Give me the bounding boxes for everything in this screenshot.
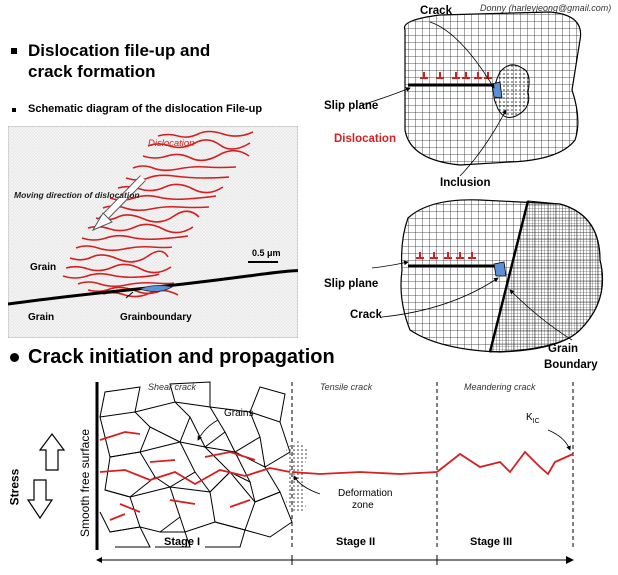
stage2-label: Stage II — [336, 536, 376, 548]
meandering-crack-label: Meandering crack — [464, 382, 536, 392]
deformation-label: Deformation — [338, 488, 393, 499]
inclusion-label: Inclusion — [440, 177, 491, 189]
meandering-crack-path — [436, 450, 574, 476]
grainboundary-label: Grainboundary — [120, 312, 192, 323]
surface-label: Smooth free surface — [78, 428, 92, 538]
bullet-dot — [10, 353, 19, 362]
direction-arrow — [91, 212, 113, 232]
grain-bottom-label: Grain — [28, 312, 55, 323]
crack-label: Crack — [420, 5, 452, 17]
zone-label: zone — [352, 500, 374, 511]
grains-label: Grains — [224, 408, 254, 419]
stage3-label: Stage III — [470, 536, 513, 548]
k-symbol: K — [526, 412, 533, 423]
dislocation-lines — [62, 130, 254, 298]
crack-shape — [138, 285, 174, 292]
dislocation-symbols — [420, 72, 492, 79]
dislocation-label: Dislocation — [334, 133, 396, 145]
slip-plane-label: Slip plane — [324, 278, 379, 290]
dislocation-label: Dislocation — [148, 138, 195, 149]
section-subtitle: Schematic diagram of the dislocation Fil… — [28, 103, 263, 115]
right-grain — [489, 200, 603, 353]
inclusion-particle — [493, 64, 530, 118]
kic-label: KIC — [526, 412, 540, 425]
inclusion-diagram: Crack Slip plane Dislocation Inclusion — [310, 0, 618, 196]
bullet-marker — [12, 108, 16, 112]
micrograph-image — [8, 126, 298, 338]
grain-boundary-diagram: Slip plane Crack Grain Boundary — [310, 190, 618, 390]
slip-plane-label: Slip plane — [324, 100, 379, 112]
stress-arrows — [26, 433, 66, 520]
grain-top-label: Grain — [30, 262, 57, 273]
stage1-label: Stage I — [164, 536, 201, 548]
boundary-label: Boundary — [544, 359, 598, 371]
crack-propagation-diagram: Shear crack Tensile crack Meandering cra… — [0, 372, 618, 575]
dislocation-micrograph: Dislocation Moving direction of dislocat… — [8, 126, 298, 338]
section-title-line2: crack formation — [28, 62, 156, 81]
section-title-line1: Dislocation file-up and — [28, 41, 211, 60]
moving-direction-label: Moving direction of dislocation — [14, 190, 140, 200]
dislocation-symbols — [416, 252, 476, 259]
crack-section-title: Crack initiation and propagation — [28, 346, 335, 368]
crack-label: Crack — [350, 309, 382, 321]
shear-crack-label: Shear crack — [148, 382, 197, 392]
deformation-zone-shape — [286, 441, 308, 514]
scale-bar-label: 0.5 μm — [252, 248, 281, 258]
tensile-crack-path — [291, 471, 438, 475]
author-credit: Donny (harleyjeong@gmail.com) — [480, 3, 612, 13]
grain-label: Grain — [548, 343, 579, 355]
tensile-crack-label: Tensile crack — [320, 382, 373, 392]
grain-network — [99, 381, 293, 548]
shear-crack-path — [99, 431, 291, 521]
k-subscript: IC — [532, 418, 540, 425]
bullet-marker — [11, 48, 17, 54]
stress-label: Stress — [7, 468, 22, 506]
